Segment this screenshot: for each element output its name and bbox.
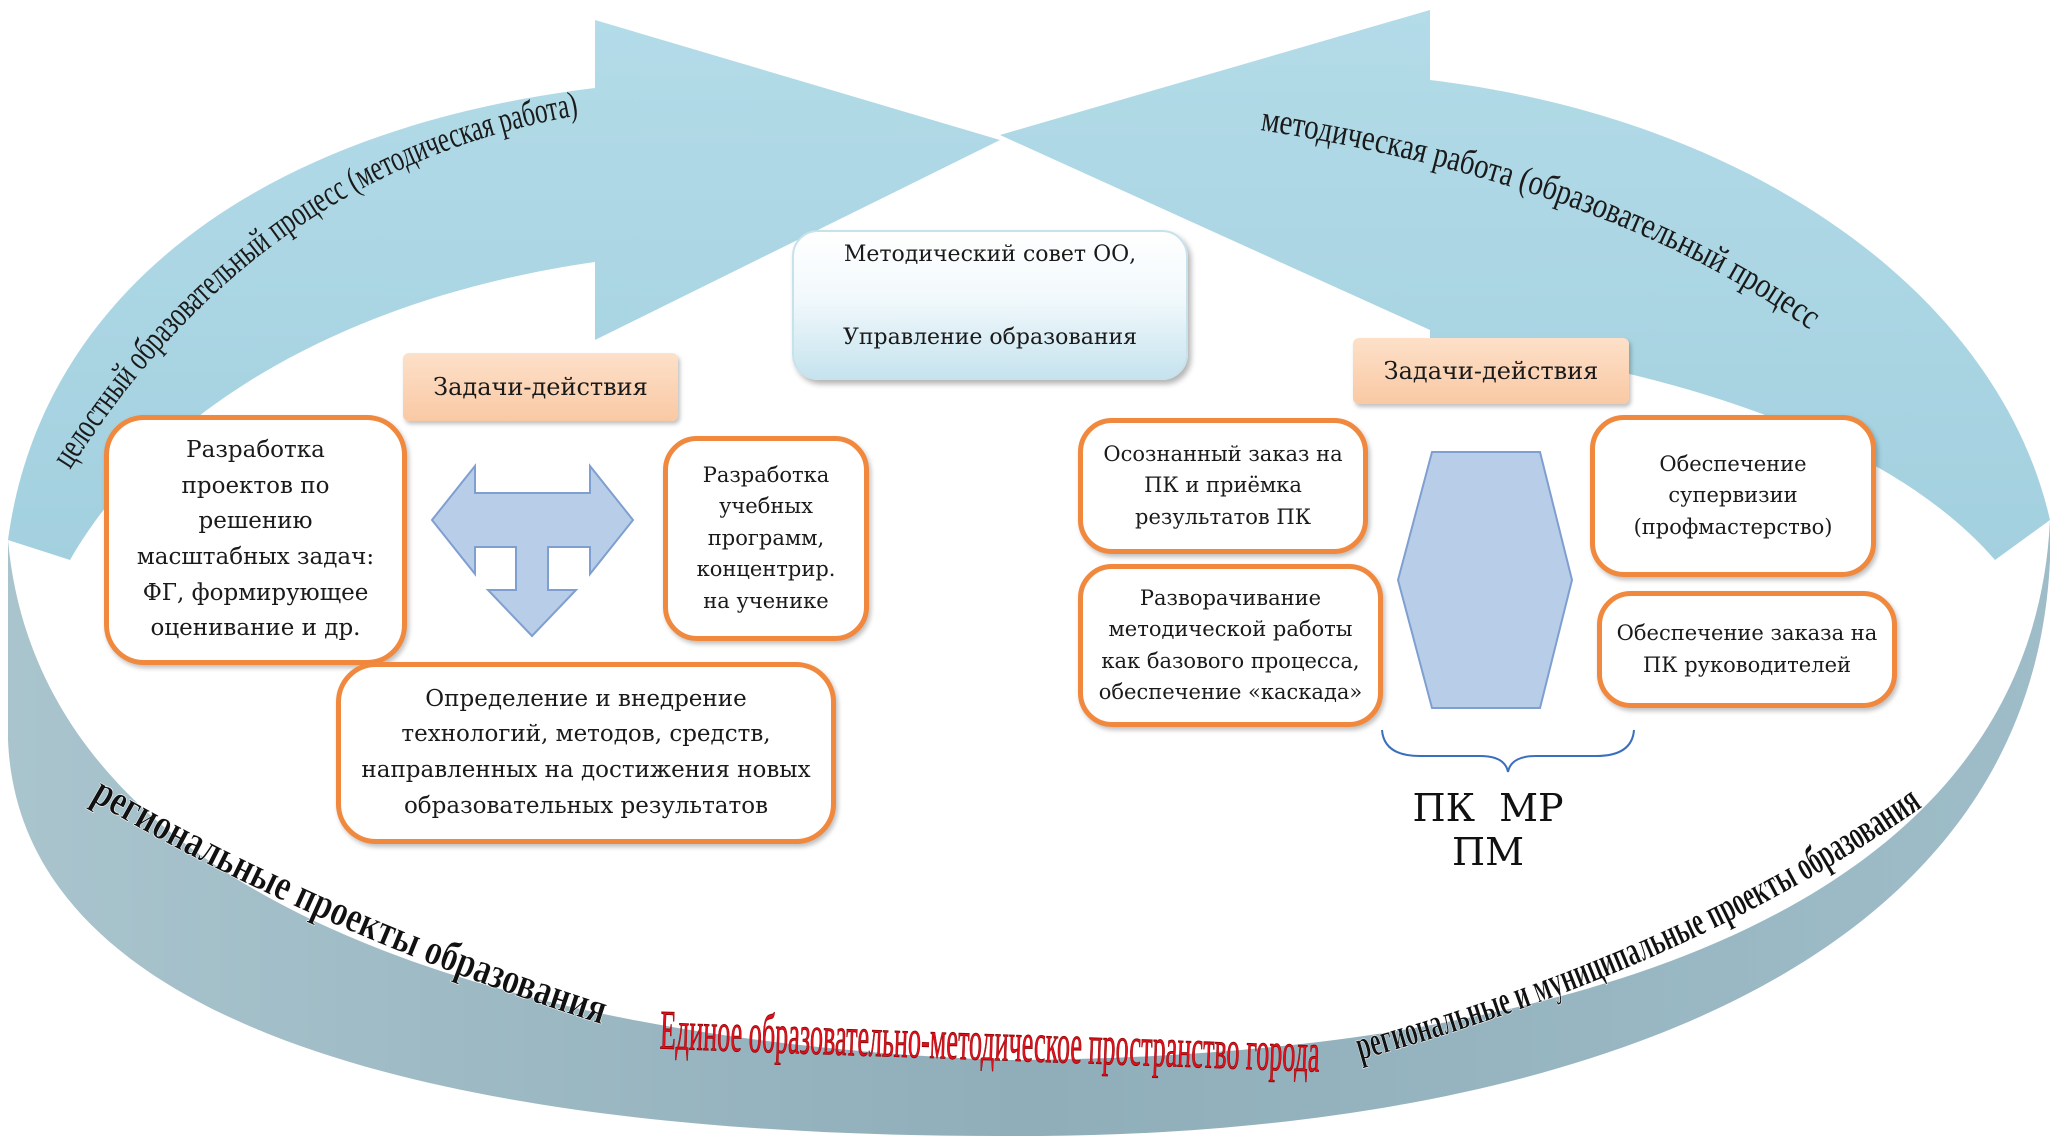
box-managers: Обеспечение заказа на ПК руководителей [1597, 591, 1897, 708]
box-technologies: Определение и внедрение технологий, мето… [336, 662, 836, 844]
left-tasks-header: Задачи-действия [403, 353, 678, 421]
left-arc-arrow [8, 20, 1000, 560]
right-tasks-header: Задачи-действия [1353, 338, 1629, 404]
methodical-council-box: Методический совет ОО, Управление образо… [792, 230, 1188, 380]
box-projects: Разработка проектов по решению масштабны… [104, 415, 407, 665]
box-order: Осознанный заказ на ПК и приёмка результ… [1078, 418, 1368, 554]
council-line-1: Методический совет ОО, [843, 242, 1137, 267]
box-programs: Разработка учебных программ, концентрир.… [663, 436, 869, 641]
box-deploy: Разворачивание методической работы как б… [1078, 564, 1383, 727]
abbreviations-label: ПК МР ПМ [1412, 786, 1564, 874]
box-supervision: Обеспечение супервизии (профмастерство) [1590, 415, 1876, 577]
brace-shape [1381, 729, 1635, 773]
left-t-arrow-shape [430, 463, 635, 638]
right-double-arrow-shape [1396, 451, 1574, 709]
council-line-2: Управление образования [842, 325, 1138, 350]
